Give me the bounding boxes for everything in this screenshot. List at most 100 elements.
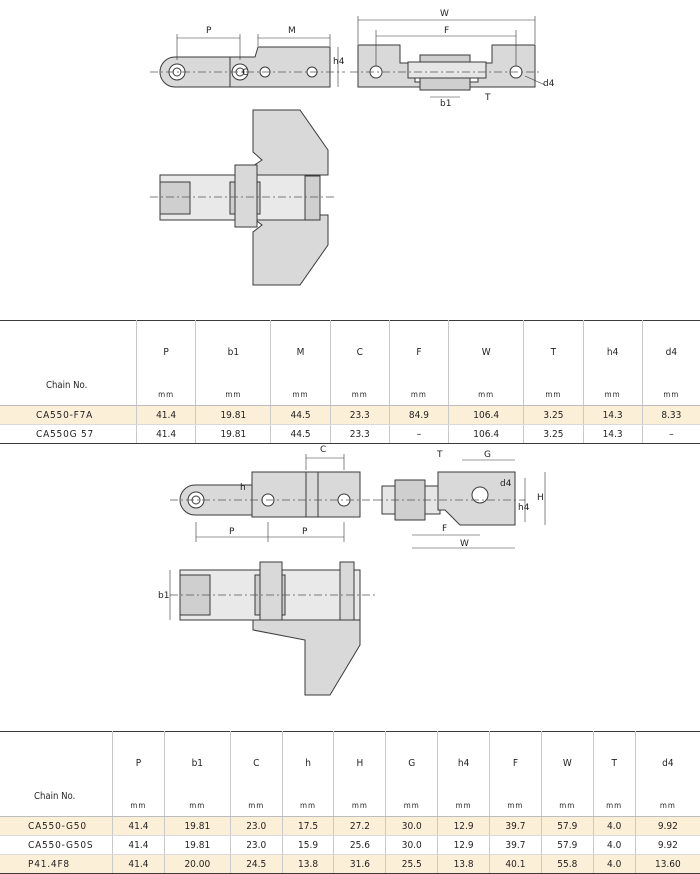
unit-cell: mm (583, 383, 643, 407)
value-cell: 12.9 (437, 816, 491, 836)
value-cell: 23.3 (330, 405, 390, 425)
dim-label-w: W (460, 539, 469, 549)
value-cell: 40.1 (489, 854, 542, 874)
value-cell: 9.92 (635, 835, 700, 855)
col-header: T (523, 320, 584, 384)
value-cell: 19.81 (164, 835, 231, 855)
unit-cell: mm (437, 794, 491, 818)
col-header: h4 (437, 731, 491, 795)
value-cell: 19.81 (195, 424, 272, 444)
value-cell: – (642, 424, 700, 444)
value-cell: 31.6 (333, 854, 387, 874)
unit-cell: mm (389, 383, 450, 407)
value-cell: 41.4 (112, 854, 165, 874)
value-cell: 25.5 (385, 854, 439, 874)
value-cell: 19.81 (164, 816, 231, 836)
dim-label-c: C (242, 68, 248, 78)
table-row: CA550-F7A 41.4 19.81 44.5 23.3 84.9 106.… (0, 405, 700, 425)
value-cell: 41.4 (112, 816, 165, 836)
spec-table-f7a: Chain No. P b1 M C F W T h4 d4 mm mm mm … (0, 320, 700, 444)
dim-label-p: P (206, 26, 212, 36)
drawing-f7a-attachment: P M C h4 W F d4 b1 T (150, 9, 555, 286)
chain-no-cell: CA550-G50 (0, 816, 113, 836)
col-header: d4 (642, 320, 700, 384)
col-header: W (541, 731, 594, 795)
value-cell: 106.4 (448, 405, 525, 425)
value-cell: 4.0 (593, 816, 636, 836)
drawing-g50-attachment: C h P P T G d4 h4 H F W b1 (158, 445, 546, 696)
dim-label-w: W (440, 9, 449, 19)
dim-label-b1: b1 (440, 99, 451, 109)
col-header: T (593, 731, 636, 795)
dim-label-h4: h4 (333, 57, 345, 67)
unit-cell: mm (282, 794, 335, 818)
col-header: F (389, 320, 450, 384)
unit-cell: mm (333, 794, 387, 818)
value-cell: 12.9 (437, 835, 491, 855)
attachment-plan (252, 619, 361, 696)
chain-no-cell: CA550-G50S (0, 835, 113, 855)
value-cell: 3.25 (523, 424, 584, 444)
value-cell: 39.7 (489, 816, 542, 836)
value-cell: 55.8 (541, 854, 594, 874)
unit-cell: mm (230, 794, 283, 818)
dim-label-t: T (436, 450, 443, 460)
value-cell: 57.9 (541, 816, 594, 836)
value-cell: 9.92 (635, 816, 700, 836)
col-header: h (282, 731, 335, 795)
dim-label-m: M (288, 26, 296, 36)
value-cell: 14.3 (583, 405, 643, 425)
col-header: C (330, 320, 390, 384)
value-cell: 23.0 (230, 816, 283, 836)
value-cell: – (389, 424, 450, 444)
col-header: d4 (635, 731, 700, 795)
value-cell: 3.25 (523, 405, 584, 425)
value-cell: 4.0 (593, 835, 636, 855)
table-row: CA550-G50S 41.4 19.81 23.0 15.9 25.6 30.… (0, 835, 700, 855)
value-cell: 13.8 (437, 854, 491, 874)
dim-label-p1: P (229, 527, 235, 537)
value-cell: 19.81 (195, 405, 272, 425)
unit-cell: mm (593, 794, 636, 818)
value-cell: 23.3 (330, 424, 390, 444)
dim-label-b1: b1 (158, 591, 169, 601)
unit-cell: mm (112, 794, 165, 818)
col-header: G (385, 731, 439, 795)
col-header: h4 (583, 320, 643, 384)
value-cell: 27.2 (333, 816, 387, 836)
value-cell: 24.5 (230, 854, 283, 874)
value-cell: 13.8 (282, 854, 335, 874)
value-cell: 44.5 (270, 424, 331, 444)
value-cell: 57.9 (541, 835, 594, 855)
value-cell: 8.33 (642, 405, 700, 425)
unit-cell: mm (330, 383, 390, 407)
unit-cell: mm (136, 383, 197, 407)
chain-no-cell: CA550G 57 (0, 424, 137, 444)
unit-cell: mm (164, 794, 231, 818)
table-row: P41.4F8 41.4 20.00 24.5 13.8 31.6 25.5 1… (0, 854, 700, 874)
dim-label-g: G (484, 450, 491, 460)
value-cell: 23.0 (230, 835, 283, 855)
value-cell: 13.60 (635, 854, 700, 874)
value-cell: 84.9 (389, 405, 450, 425)
value-cell: 44.5 (270, 405, 331, 425)
value-cell: 30.0 (385, 816, 439, 836)
value-cell: 106.4 (448, 424, 525, 444)
dim-label-h: h (240, 483, 246, 493)
unit-cell: mm (195, 383, 272, 407)
value-cell: 41.4 (136, 405, 197, 425)
dim-label-t: T (484, 93, 491, 103)
unit-cell: mm (489, 794, 542, 818)
unit-cell: mm (642, 383, 700, 407)
dim-label-d4: d4 (500, 479, 512, 489)
dim-label-h4: h4 (518, 503, 530, 513)
col-header: W (448, 320, 525, 384)
unit-cell: mm (541, 794, 594, 818)
dim-label-d4: d4 (543, 79, 555, 89)
value-cell: 41.4 (136, 424, 197, 444)
col-header: b1 (195, 320, 272, 384)
value-cell: 39.7 (489, 835, 542, 855)
table-row: CA550G 57 41.4 19.81 44.5 23.3 – 106.4 3… (0, 424, 700, 444)
chain-no-header: Chain No. (0, 731, 113, 817)
value-cell: 15.9 (282, 835, 335, 855)
